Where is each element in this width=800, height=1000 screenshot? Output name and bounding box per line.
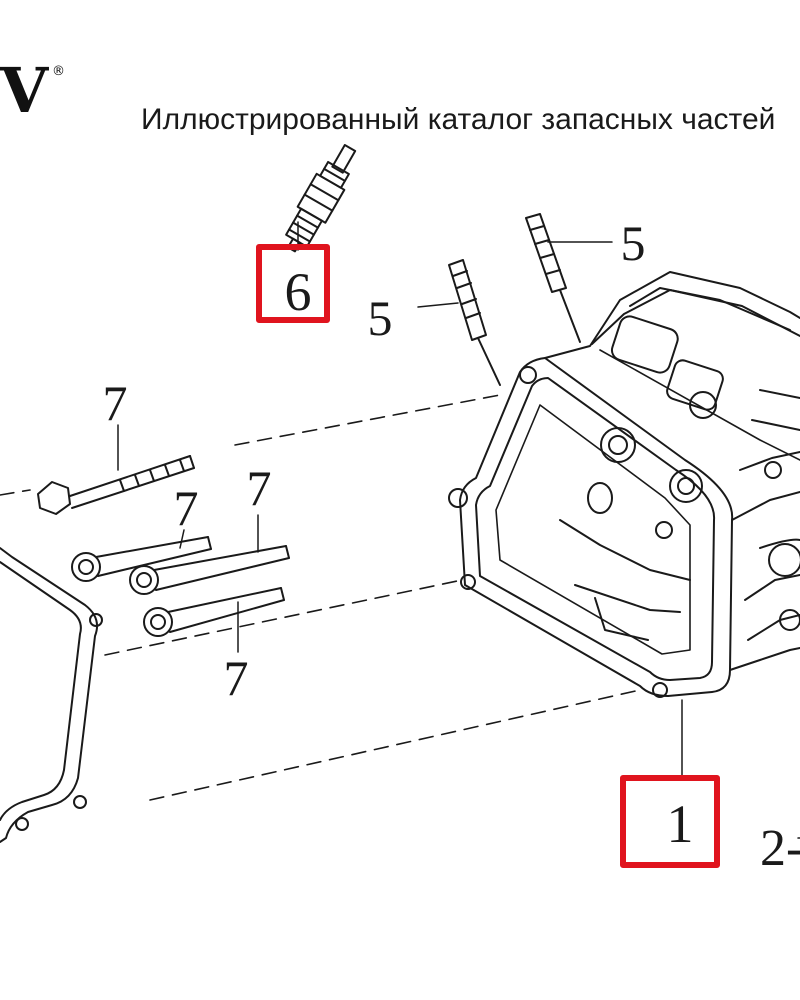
stud-right: [525, 213, 581, 343]
spark-plug: [285, 144, 357, 253]
highlight-box-6: [256, 244, 330, 323]
callout-6: 6: [285, 262, 312, 322]
callout-7-mid-right: 7: [247, 460, 272, 516]
bolt-upper: [37, 455, 195, 515]
stud-left: [448, 259, 501, 386]
leader-lines: [117, 221, 800, 839]
alignment-lines: [0, 394, 641, 801]
callout-numbers: 6 5 5 7 7 7 7 1 2-: [103, 215, 800, 877]
callout-5-right: 5: [621, 215, 646, 271]
highlight-box-1: [620, 775, 720, 868]
callout-7-mid-left: 7: [174, 480, 199, 536]
callout-7-bottom: 7: [224, 650, 249, 706]
cylinder-head: [448, 271, 800, 698]
bolt-middle: [71, 536, 212, 582]
callout-7-top: 7: [103, 375, 128, 431]
callout-1: 1: [667, 794, 694, 854]
valve-cover-gasket: [0, 547, 103, 843]
page-title: Иллюстрированный каталог запасных частей: [141, 103, 776, 136]
registered-mark: ®: [52, 64, 65, 79]
bolt-long: [129, 545, 290, 595]
bolt-lower: [143, 587, 285, 637]
highlight-boxes: [256, 244, 720, 868]
brand-logo: V: [0, 54, 49, 127]
callout-5-left: 5: [368, 290, 393, 346]
callout-2: 2-: [760, 820, 800, 877]
